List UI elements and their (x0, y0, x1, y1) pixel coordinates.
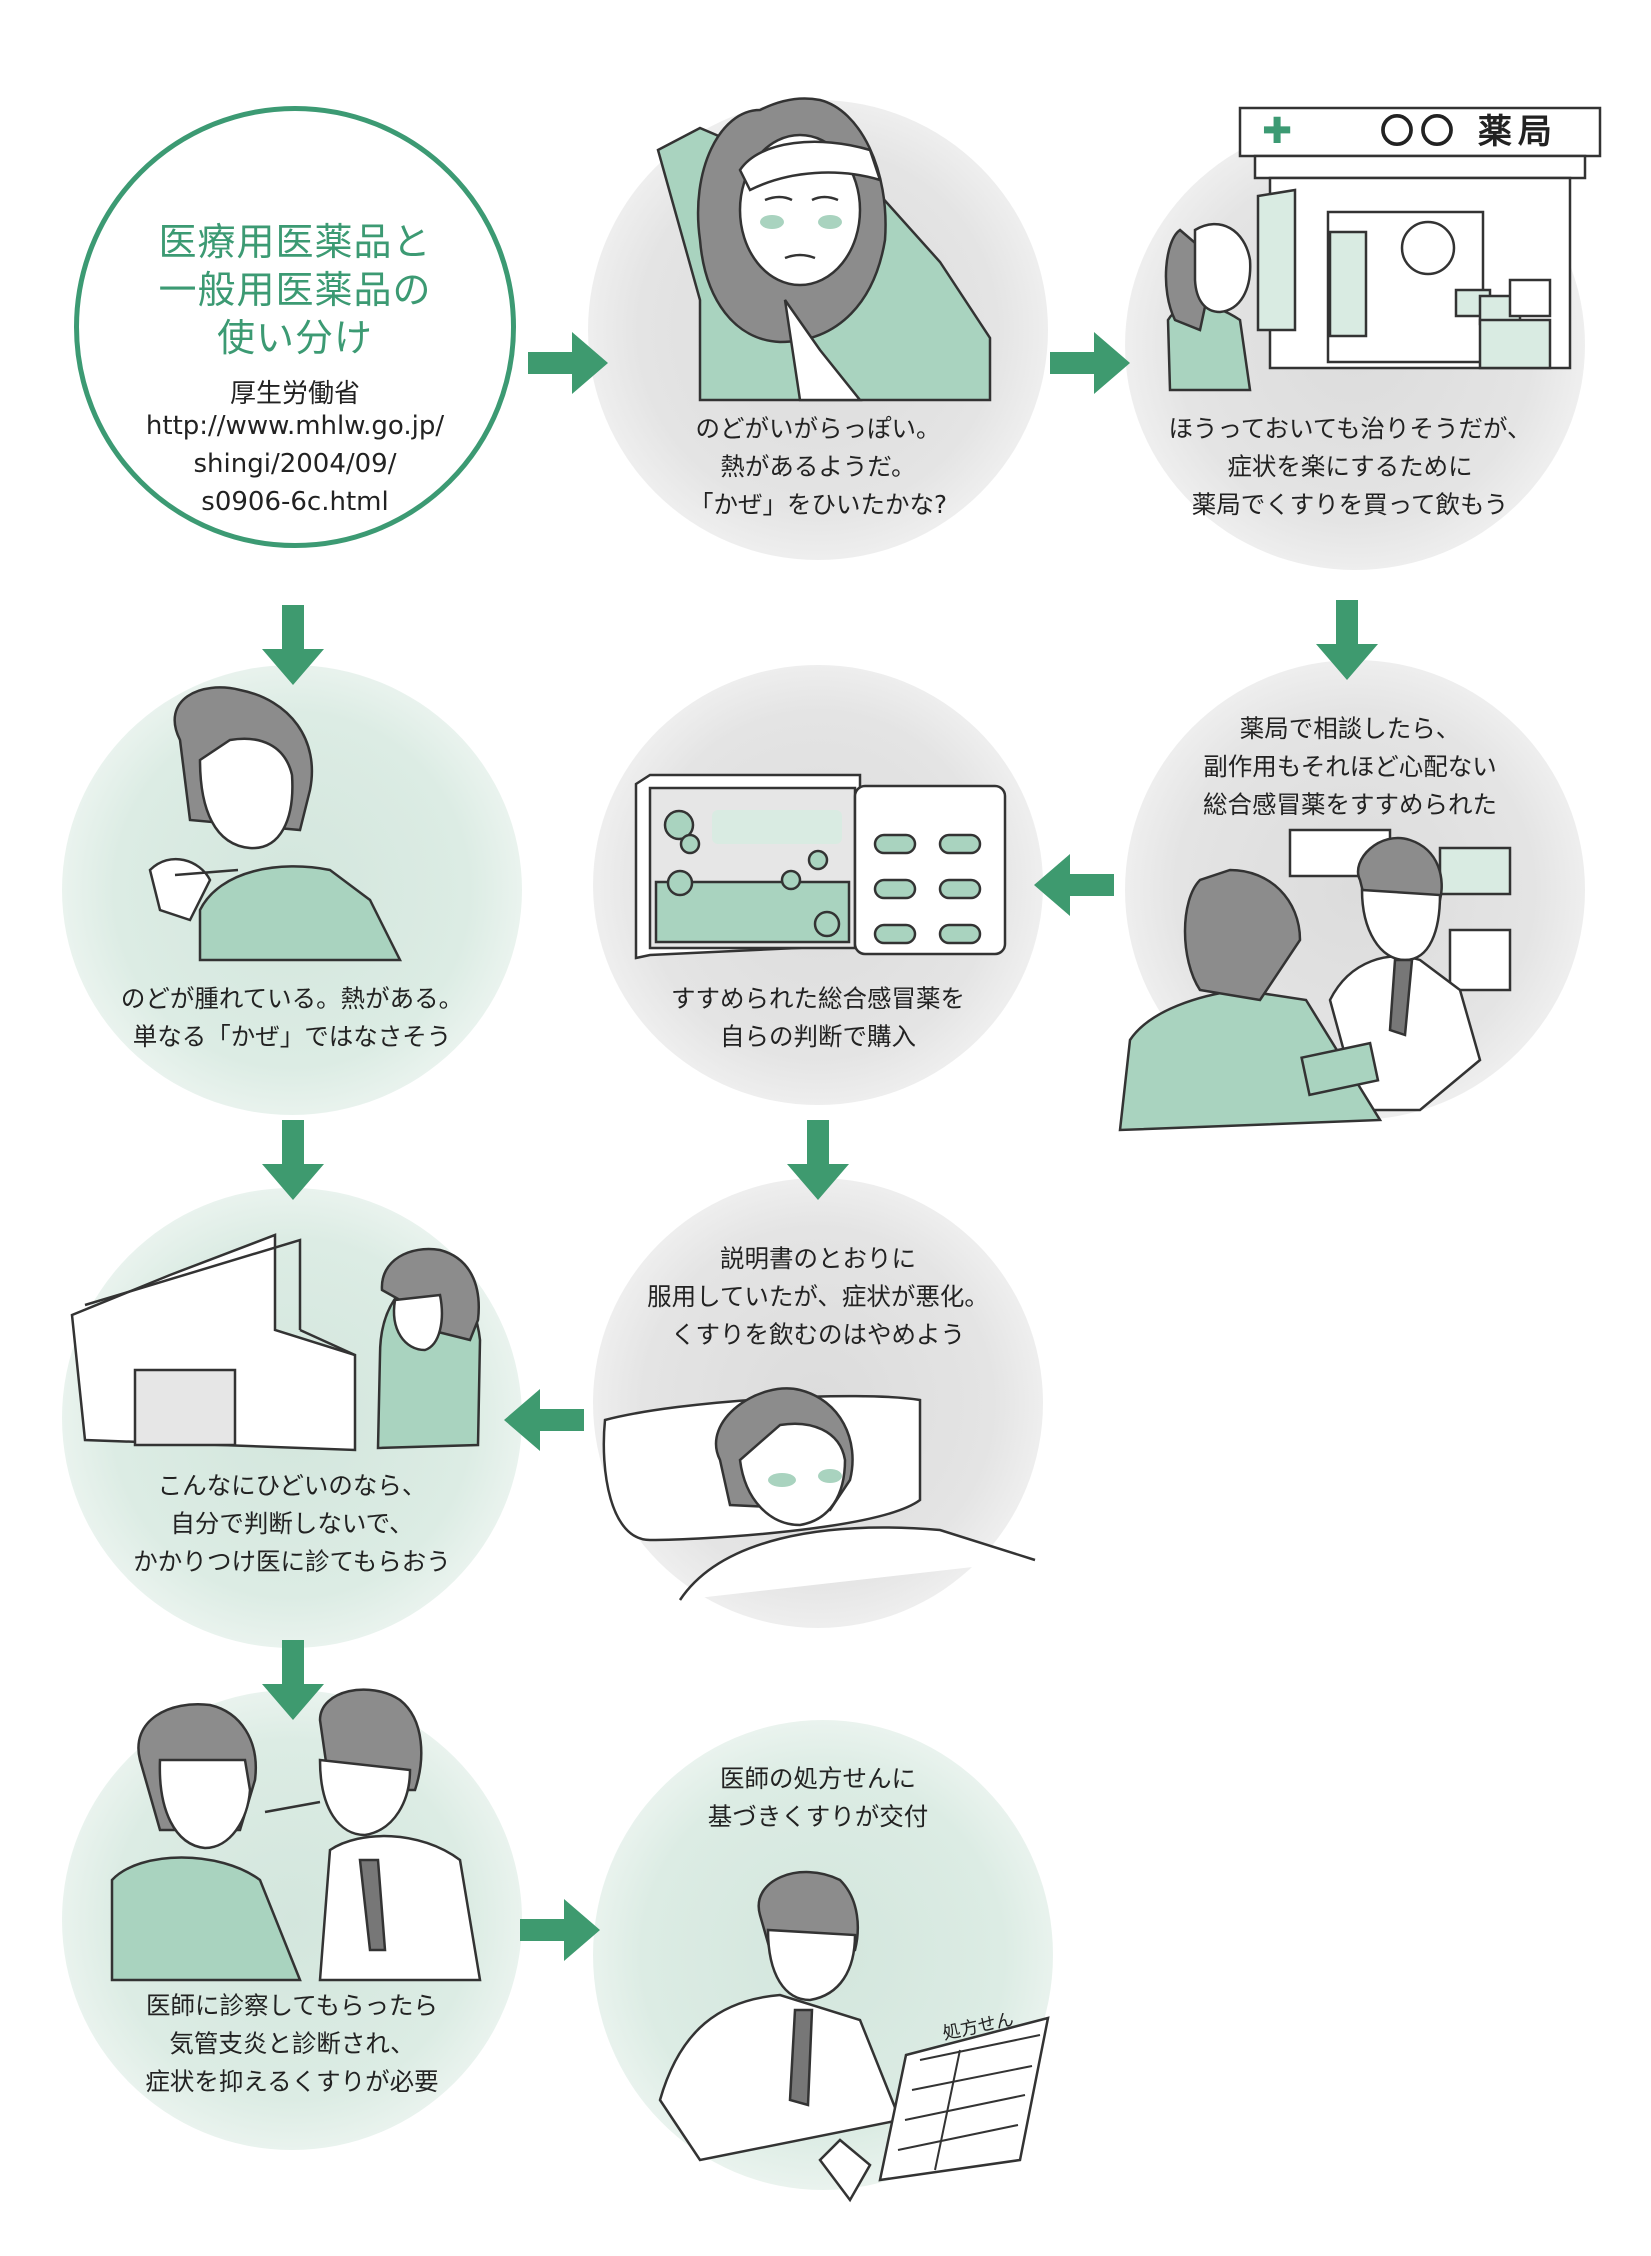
caption-line: 自分で判断しないで、 (170, 1509, 414, 1538)
caption-line: 「かぜ」をひいたかな? (688, 490, 948, 519)
caption-line: すすめられた総合感冒薬を (671, 984, 965, 1013)
pharmacy-sign-cross: ✚ (1262, 111, 1293, 152)
sick-woman-illustration (656, 97, 992, 402)
caption-line: 薬局でくすりを買って飲もう (1191, 490, 1509, 519)
arrow-right-icon (1050, 332, 1130, 394)
caption-line: 単なる「かぜ」ではなさそう (132, 1022, 452, 1051)
caption-line: 服用していたが、症状が悪化。 (647, 1282, 989, 1311)
title-circle: 医療用医薬品と 一般用医薬品の 使い分け 厚生労働省 http://www.mh… (74, 106, 516, 548)
caption-line: のどが腫れている。熱がある。 (120, 984, 464, 1013)
caption-line: 自らの判断で購入 (720, 1022, 916, 1051)
caption-line: 症状を楽にするために (1227, 452, 1473, 481)
caption-worsened: 説明書のとおりに 服用していたが、症状が悪化。 くすりを飲むのはやめよう (647, 1240, 989, 1354)
woman-in-bed-illustration (602, 1387, 1036, 1601)
caption-diagnosis: 医師に診察してもらったら 気管支炎と診断され、 症状を抑えるくすりが必要 (145, 1987, 438, 2101)
caption-line: 熱があるようだ。 (720, 452, 916, 481)
pharmacy-sign-label: 〇〇 薬局 (1380, 112, 1558, 152)
arrow-down-icon (787, 1120, 849, 1200)
thermometer-woman-illustration (148, 686, 403, 962)
source-url-1: http://www.mhlw.go.jp/ (145, 411, 445, 441)
arrow-down-icon (262, 1640, 324, 1720)
caption-go-to-doctor: こんなにひどいのなら、 自分で判断しないで、 かかりつけ医に診てもらおう (133, 1467, 451, 1581)
caption-line: 副作用もそれほど心配ない (1203, 752, 1497, 781)
caption-consult: 薬局で相談したら、 副作用もそれほど心配ない 総合感冒薬をすすめられた (1203, 710, 1497, 824)
caption-line: 症状を抑えるくすりが必要 (145, 2067, 439, 2096)
arrow-down-icon (262, 605, 324, 685)
caption-prescription: 医師の処方せんに 基づきくすりが交付 (708, 1760, 929, 1836)
caption-sick-at-home: のどがいがらっぽい。 熱があるようだ。 「かぜ」をひいたかな? (689, 410, 947, 524)
arrow-right-icon (520, 1899, 600, 1961)
caption-line: くすりを飲むのはやめよう (671, 1320, 965, 1349)
caption-line: 医師に診察してもらったら (145, 1991, 439, 2020)
caption-line: 薬局で相談したら、 (1239, 714, 1461, 743)
caption-line: のどがいがらっぽい。 (695, 414, 941, 443)
caption-purchase: すすめられた総合感冒薬を 自らの判断で購入 (671, 980, 965, 1056)
doctor-prescription-illustration (658, 1870, 1050, 2203)
title-line-1: 医療用医薬品と (158, 220, 432, 264)
hospital-illustration (70, 1233, 482, 1452)
caption-line: 気管支炎と診断され、 (169, 2029, 415, 2058)
source-url-2: shingi/2004/09/ (193, 449, 397, 479)
caption-line: 基づきくすりが交付 (707, 1802, 929, 1831)
source-url-3: s0906-6c.html (201, 487, 389, 517)
caption-line: 総合感冒薬をすすめられた (1203, 790, 1497, 819)
arrow-down-icon (262, 1120, 324, 1200)
caption-line: こんなにひどいのなら、 (157, 1471, 427, 1500)
source-org: 厚生労働省 (229, 379, 361, 409)
arrow-down-icon (1316, 600, 1378, 680)
doctor-examination-illustration (110, 1688, 482, 1982)
caption-line: ほうっておいても治りそうだが、 (1168, 414, 1532, 443)
caption-go-to-pharmacy: ほうっておいても治りそうだが、 症状を楽にするために 薬局でくすりを買って飲もう (1168, 410, 1531, 524)
title-line-2: 一般用医薬品の (158, 268, 432, 312)
pharmacy-illustration (1164, 106, 1602, 392)
arrow-left-icon (1034, 854, 1114, 916)
arrow-right-icon (528, 332, 608, 394)
cold-medicine-illustration (634, 773, 1007, 960)
caption-line: 説明書のとおりに (720, 1244, 916, 1273)
pharmacy-consult-illustration (1118, 828, 1512, 1132)
caption-line: 医師の処方せんに (720, 1764, 916, 1793)
title-line-3: 使い分け (216, 316, 374, 360)
arrow-left-icon (504, 1389, 584, 1451)
caption-line: かかりつけ医に診てもらおう (133, 1547, 451, 1576)
caption-swollen-throat: のどが腫れている。熱がある。 単なる「かぜ」ではなさそう (121, 980, 463, 1056)
